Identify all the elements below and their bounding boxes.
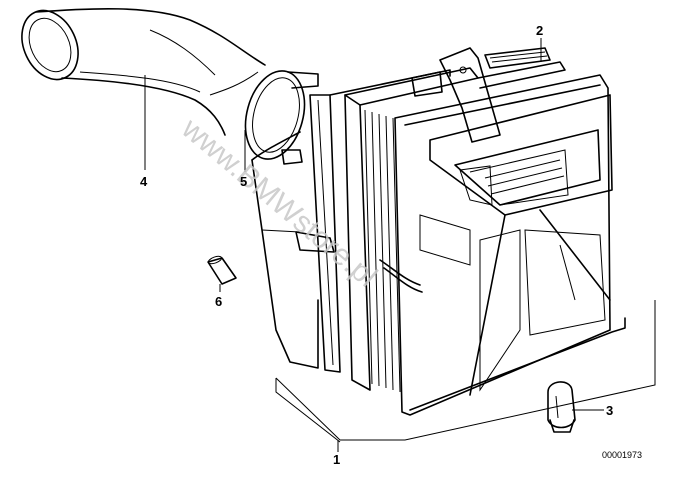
intake-hose bbox=[21, 7, 266, 136]
callout-3: 3 bbox=[606, 403, 613, 418]
filter-element bbox=[344, 47, 566, 393]
rubber-buffer bbox=[547, 381, 576, 433]
filter-housing-lower bbox=[251, 131, 335, 369]
filter-frame-back bbox=[309, 69, 451, 373]
hose-clamp bbox=[244, 70, 319, 165]
callout-6: 6 bbox=[215, 294, 222, 309]
watermark-text: www.BMWstore.pl bbox=[175, 111, 383, 293]
callout-5: 5 bbox=[240, 174, 247, 189]
filter-housing-cover bbox=[379, 74, 626, 416]
plug-part bbox=[207, 255, 237, 285]
callout-2: 2 bbox=[536, 23, 543, 38]
leader-lines bbox=[144, 38, 604, 452]
callout-4: 4 bbox=[140, 174, 148, 189]
callout-1: 1 bbox=[333, 452, 340, 467]
mounting-bracket bbox=[411, 47, 501, 143]
part-code: 00001973 bbox=[602, 450, 642, 460]
base-outline bbox=[275, 300, 656, 443]
